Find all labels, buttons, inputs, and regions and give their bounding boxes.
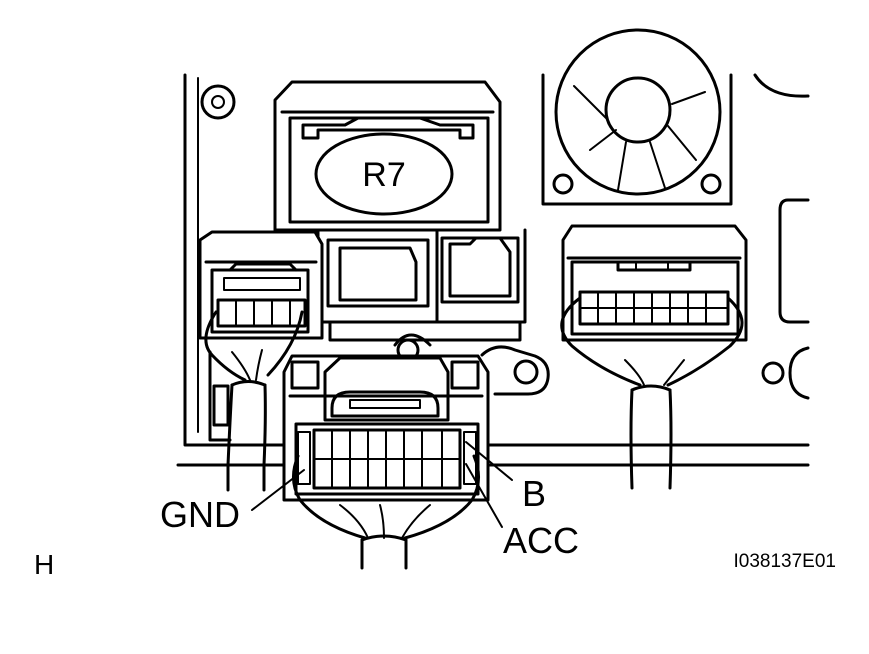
mounting-bracket (393, 333, 550, 396)
left-wire-harness (204, 310, 304, 492)
relay-label: R7 (362, 156, 405, 194)
figure-id: I038137E01 (734, 551, 837, 572)
b-label: B (522, 473, 546, 514)
right-connector (561, 224, 748, 342)
small-sockets (316, 228, 527, 342)
right-wire-harness (560, 296, 744, 490)
right-edge-parts (761, 198, 810, 400)
view-label: H (34, 549, 54, 580)
gnd-label: GND (160, 494, 240, 535)
acc-label: ACC (503, 520, 579, 561)
main-wire-harness (292, 454, 480, 570)
cooling-fan (541, 28, 733, 206)
left-connector (198, 230, 324, 340)
relay-r7: R7 (273, 80, 502, 232)
leader-lines (251, 441, 513, 528)
main-connector (282, 354, 490, 502)
